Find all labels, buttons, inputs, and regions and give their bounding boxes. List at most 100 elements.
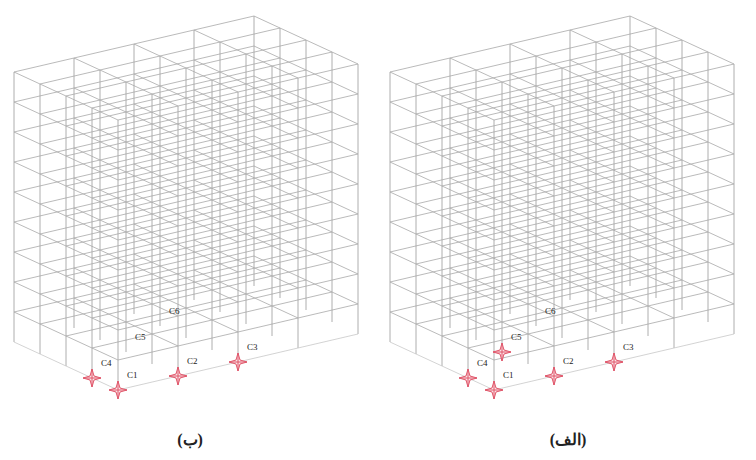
frame-member [14,192,118,240]
frame-member [194,60,298,108]
frame-member [390,132,494,180]
frame-member [630,196,734,244]
frame-member [630,166,734,214]
frame-member [134,134,238,182]
column-label: C2 [187,357,198,366]
column-label: C4 [101,359,112,368]
frame-member [510,254,614,302]
frame-member [74,58,178,106]
frame-member [554,106,555,376]
column-removal-marker [485,381,503,399]
frame-member [570,180,674,228]
frame-member [74,58,75,328]
frame-member [238,92,239,362]
frame-wireframe [14,16,358,390]
frame-member [630,76,734,124]
frame-member [66,40,306,96]
frame-member [450,268,554,316]
frame-member [510,104,614,152]
frame-member [194,150,298,198]
frame-member [66,220,306,276]
frame-member [648,66,649,336]
frame-member [682,40,683,310]
frame-member [100,70,101,340]
frame-member [254,106,358,154]
frame-member [416,84,417,354]
frame-member [254,76,358,124]
frame-member [630,226,734,274]
frame-member [494,334,734,390]
frame-member [134,44,238,92]
frame-member [510,134,614,182]
frame-member [118,334,358,390]
frame-wireframe [390,16,734,390]
frame-member [630,46,734,94]
frame-member [66,190,306,246]
frame-member [622,54,623,324]
frame-member [74,298,178,346]
frame-member [14,252,118,300]
frame-member [442,70,682,126]
frame-member [74,268,178,316]
removed-column-markers [83,353,247,399]
frame-member [570,270,674,318]
frame-member [442,100,682,156]
frame-member [674,78,675,348]
frame-member [254,46,358,94]
frame-member [390,72,391,342]
frame-member [510,194,614,242]
frame-member [570,30,674,78]
column-label: C5 [135,333,146,342]
frame-member [66,130,306,186]
frame-member [390,222,494,270]
frame-member [74,148,178,196]
column-removal-marker [169,367,187,385]
frame-member [450,148,554,196]
column-label: C4 [477,359,488,368]
frame-member [66,250,306,306]
frame-member [14,162,118,210]
panel-label: (ب) [177,432,203,448]
frame-member [442,160,682,216]
frame-member [92,108,93,378]
frame-member [14,72,118,120]
frame-member [134,254,238,302]
frame-member [134,194,238,242]
frame-member [74,238,178,286]
frame-member [450,238,554,286]
frame-member [656,28,657,298]
frame-member [450,298,554,346]
frame-member [442,190,682,246]
frame-member [66,160,306,216]
frame-member [570,90,674,138]
frame-member [298,78,299,348]
frame-member [390,102,494,150]
frame-member [570,240,674,288]
frame-member [186,68,187,338]
column-label: C3 [247,343,258,352]
frame-member [194,180,298,228]
frame-member [134,44,135,314]
frame-member [14,312,118,360]
frame-member [510,44,511,314]
frame-member [66,96,67,366]
column-label: C6 [169,307,180,316]
frame-member [630,136,734,184]
frame-member [390,342,494,390]
frame-member [254,256,358,304]
frame-member [254,136,358,184]
column-removal-marker [83,369,101,387]
column-removal-marker [459,369,477,387]
frame-member [442,96,443,366]
frame-member [74,208,178,256]
frame-member [442,250,682,306]
frame-member [510,74,614,122]
frame-member [194,90,298,138]
frame-member [14,102,118,150]
frame-member [66,100,306,156]
frame-member [194,270,298,318]
column-removal-marker [109,381,127,399]
frame-member [134,104,238,152]
frame-member [450,58,451,328]
